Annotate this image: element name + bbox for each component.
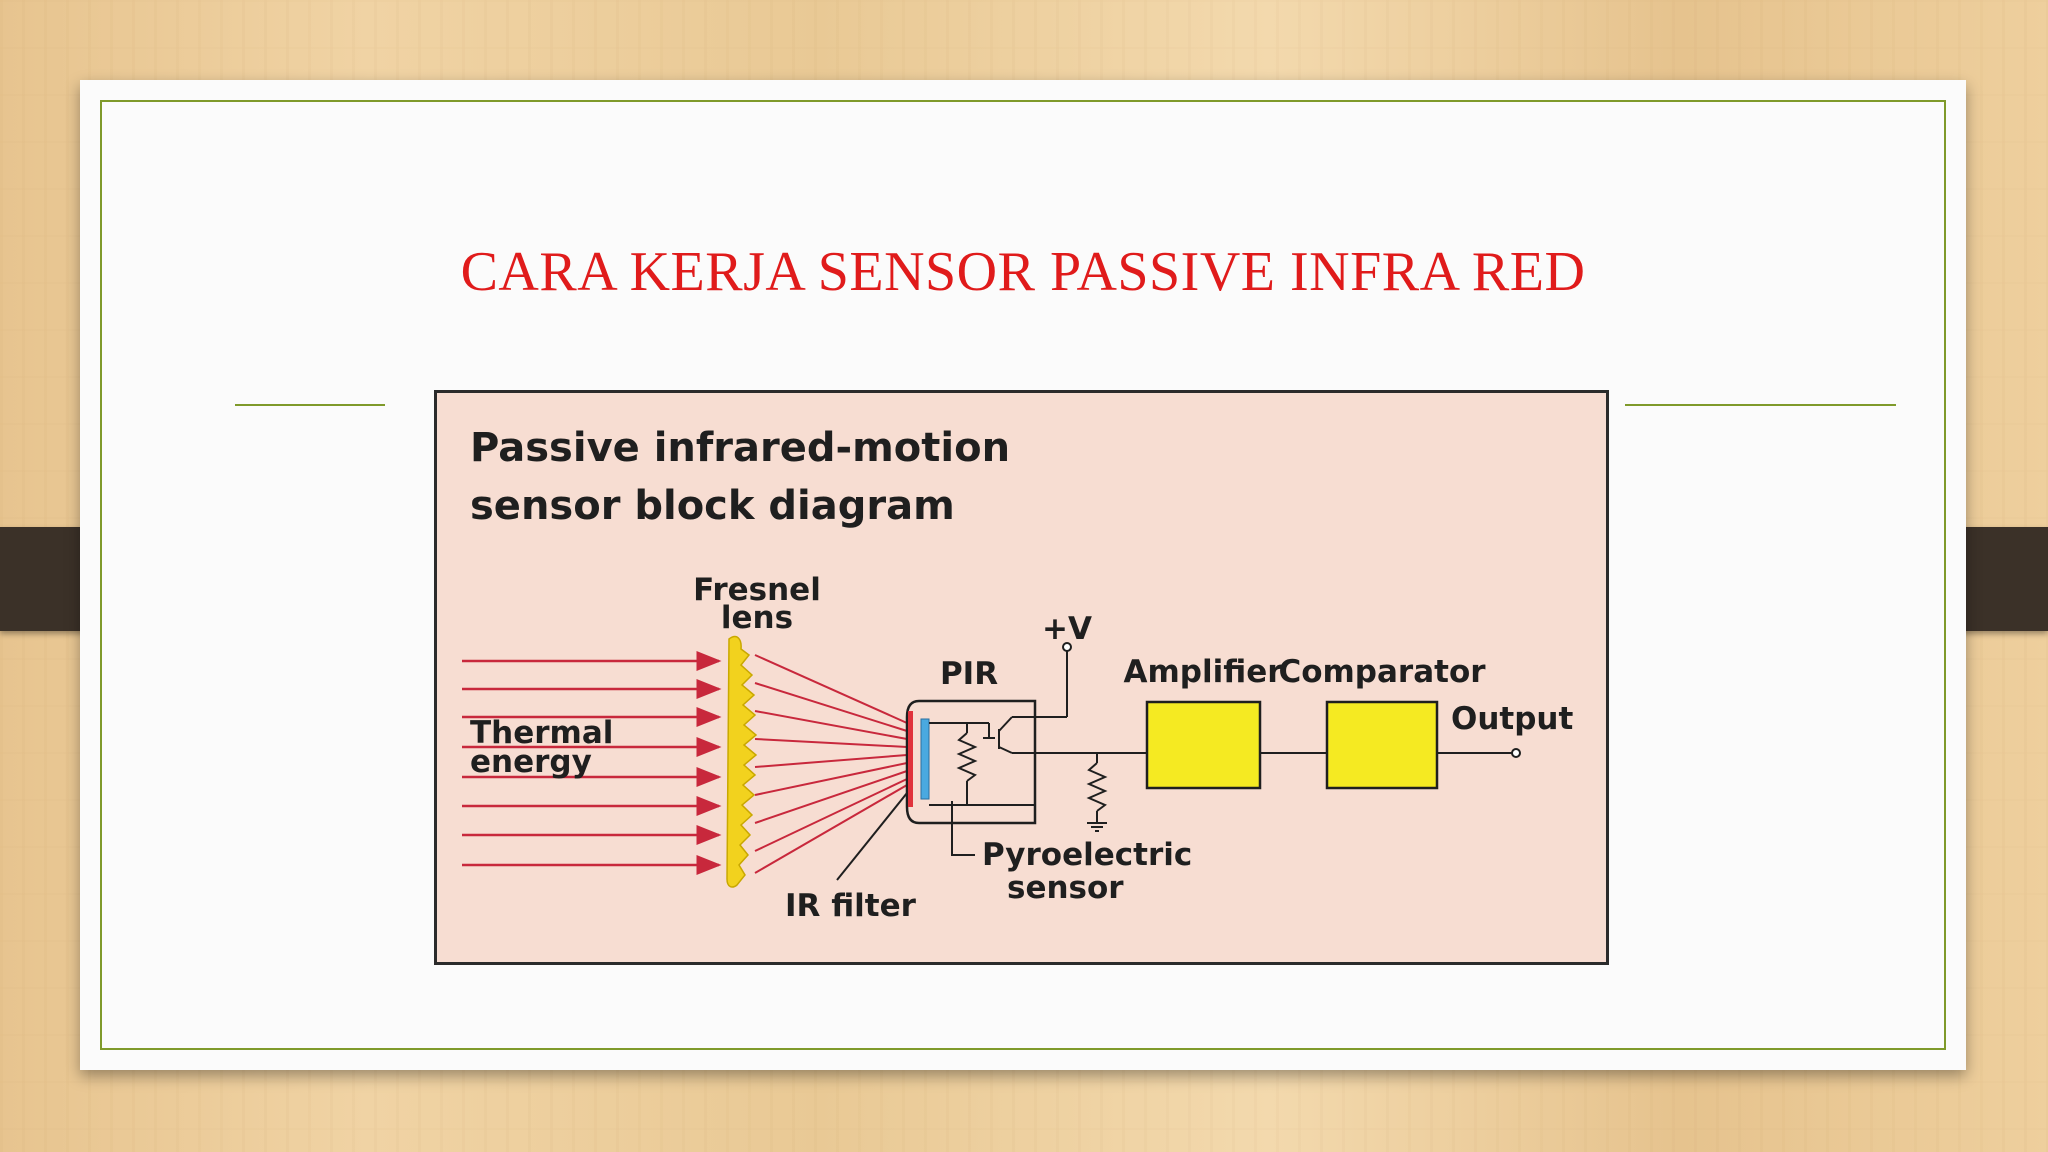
pir-internal-circuit <box>929 716 1035 806</box>
fet-source <box>998 746 1013 754</box>
ray <box>754 682 908 732</box>
pir-label: PIR <box>940 656 998 692</box>
comparator-block <box>1325 700 1439 790</box>
ray <box>754 710 908 740</box>
ray <box>754 762 908 796</box>
load-resistor <box>1086 762 1108 812</box>
pyro-label-line1: Pyroelectric <box>982 837 1192 873</box>
thermal-arrows <box>462 651 722 875</box>
amplifier-label: Amplifier <box>1123 654 1283 690</box>
ir-filter-red <box>908 711 913 807</box>
ray <box>754 770 908 824</box>
supply-label: +V <box>1042 611 1092 647</box>
title-rule-left <box>235 404 385 406</box>
leader-lines <box>836 792 975 881</box>
output-label: Output <box>1451 701 1574 737</box>
focused-rays <box>754 654 908 874</box>
thermal-label-line1: Thermal <box>470 715 613 751</box>
diagram-heading-line2: sensor block diagram <box>470 483 955 529</box>
output-terminal <box>1511 748 1521 758</box>
amplifier-block <box>1145 700 1262 790</box>
fresnel-label-line1: Fresnel <box>693 572 821 608</box>
thermal-label-line2: energy <box>470 744 592 780</box>
title-rule-right <box>1625 404 1896 406</box>
ray <box>754 654 908 724</box>
ray <box>754 754 908 768</box>
comparator-label: Comparator <box>1278 654 1486 690</box>
ray <box>754 738 908 748</box>
diagram-heading-line1: Passive infrared-motion <box>470 425 1010 471</box>
pir-housing <box>905 699 1037 825</box>
pyroelectric-element <box>920 718 930 800</box>
fet-drain <box>998 716 1013 732</box>
ray <box>754 778 908 852</box>
fresnel-lens-shape <box>726 635 758 888</box>
diagram-canvas: Passive infrared-motion sensor block dia… <box>462 425 1574 924</box>
internal-resistor <box>956 732 978 782</box>
fresnel-label-line2: lens <box>721 600 793 636</box>
ray <box>754 784 908 874</box>
ir-filter-leader <box>836 792 908 881</box>
slide-border <box>100 100 1946 1050</box>
pyro-label-line2: sensor <box>1007 870 1124 906</box>
supply-line <box>1035 642 1072 718</box>
pyro-leader <box>951 801 975 856</box>
supply-terminal <box>1062 642 1072 652</box>
pir-block-diagram: Passive infrared-motion sensor block dia… <box>434 390 1609 965</box>
slide: CARA KERJA SENSOR PASSIVE INFRA RED Pass… <box>80 80 1966 1070</box>
ir-filter-label: IR filter <box>785 888 917 924</box>
signal-path <box>1035 748 1521 832</box>
slide-title: CARA KERJA SENSOR PASSIVE INFRA RED <box>460 241 1586 303</box>
